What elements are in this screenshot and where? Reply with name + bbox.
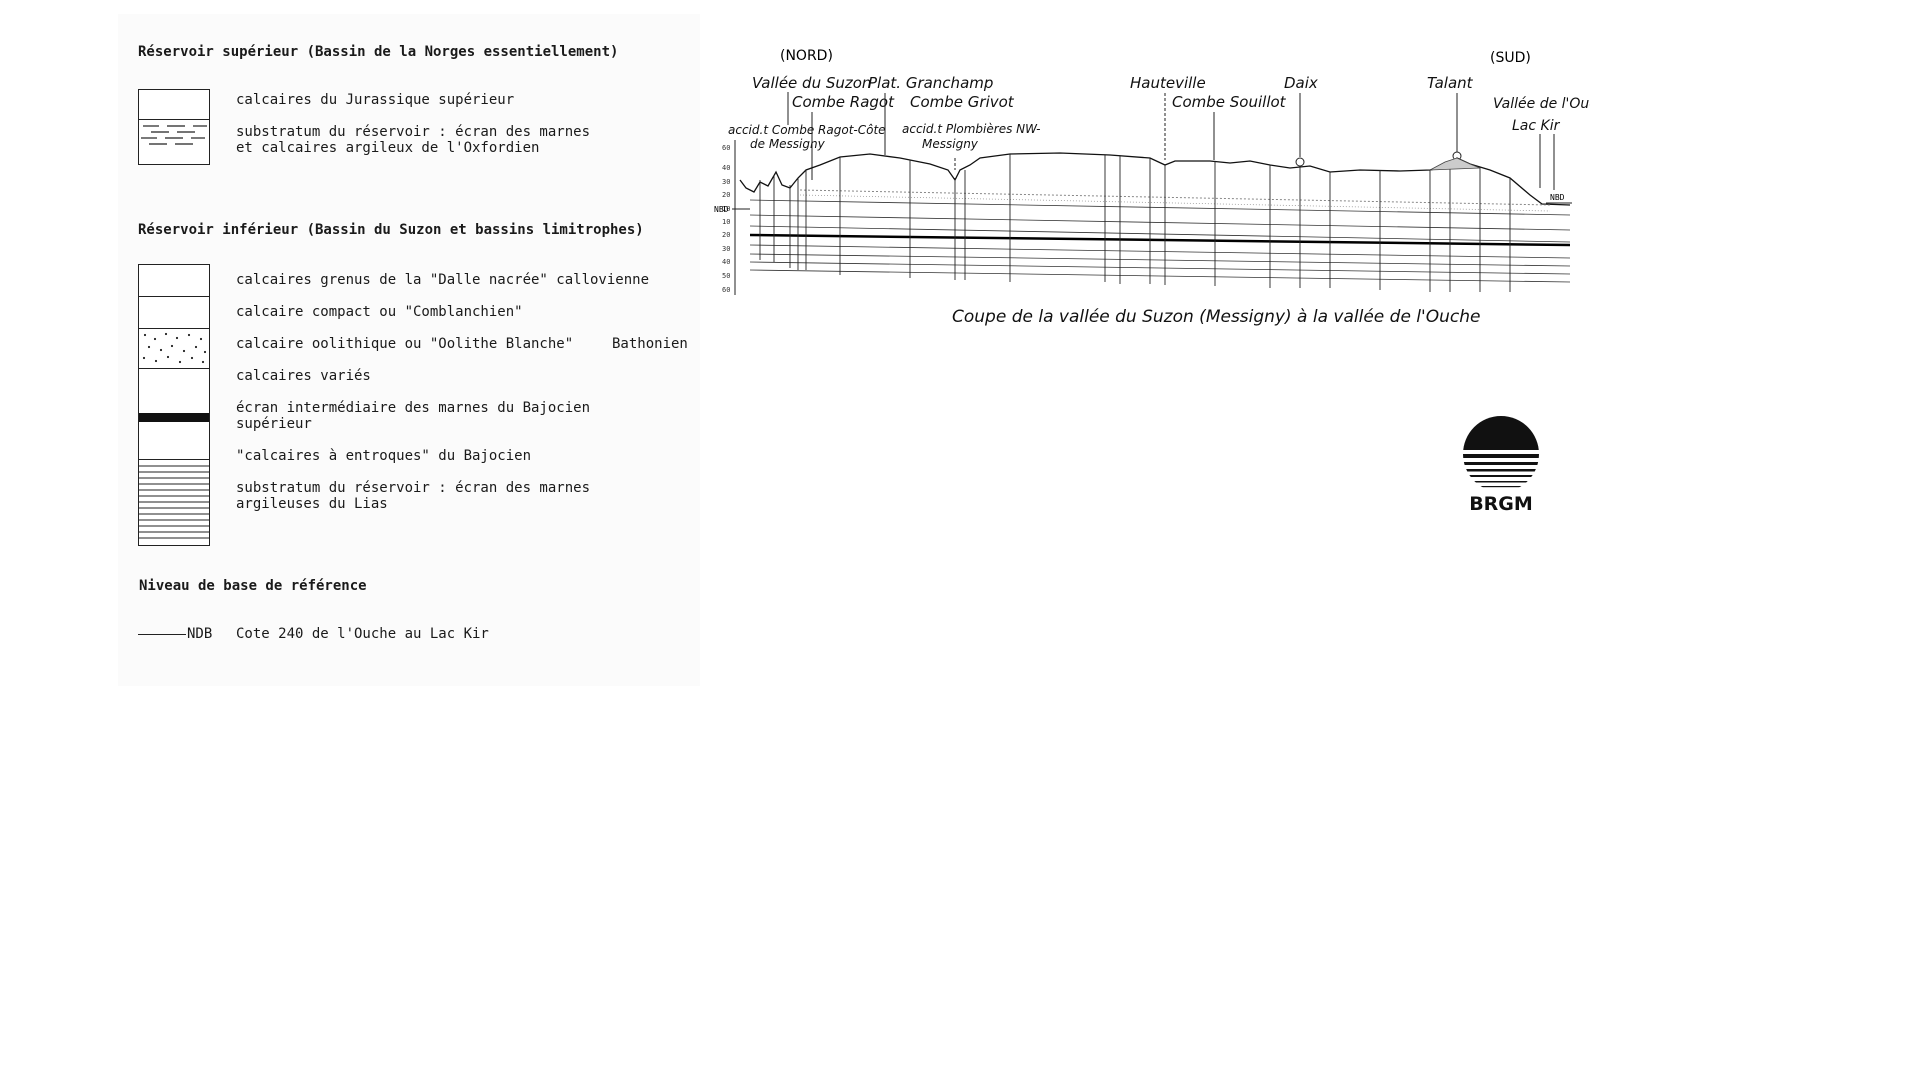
label-calcaires-varies: calcaires variés bbox=[236, 368, 371, 384]
place-daix: Daix bbox=[1284, 74, 1318, 92]
place-lac-kir: Lac Kir bbox=[1512, 118, 1561, 134]
brgm-logo-mark: BRGM bbox=[1463, 416, 1539, 515]
label-bathonien: Bathonien bbox=[612, 336, 688, 352]
swatch-jurassique-superieur bbox=[139, 90, 209, 120]
label-oxfordien-2: et calcaires argileux de l'Oxfordien bbox=[236, 140, 540, 156]
ndb-right-label: NBD bbox=[1550, 193, 1565, 202]
label-marnes-bajocien-1: écran intermédiaire des marnes du Bajoci… bbox=[236, 400, 591, 416]
cross-section: (NORD) (SUD) Vallée du Suzon Combe Ragot… bbox=[714, 48, 1590, 327]
ndb-left-label: NBD bbox=[714, 205, 729, 214]
north-label: (NORD) bbox=[780, 48, 833, 64]
ndb-label: NDB bbox=[187, 626, 213, 642]
scale-tick: 20 bbox=[722, 231, 730, 239]
swatch-oxfordien bbox=[139, 120, 209, 164]
accident-plombieres-label-2: Messigny bbox=[922, 137, 979, 151]
lower-reservoir-title: Réservoir inférieur (Bassin du Suzon et … bbox=[138, 222, 644, 238]
place-combe-souillot: Combe Souillot bbox=[1172, 93, 1287, 111]
accident-plombieres-label-1: accid.t Plombières NW- bbox=[902, 122, 1040, 136]
scale-tick: 60 bbox=[722, 286, 730, 294]
brgm-logo: BRGM bbox=[1458, 410, 1544, 520]
scale-tick: 30 bbox=[722, 245, 730, 253]
topographic-profile bbox=[739, 152, 1571, 206]
ndb-line-symbol bbox=[138, 634, 186, 635]
scale-tick: 40 bbox=[722, 258, 730, 266]
place-talant: Talant bbox=[1427, 74, 1474, 92]
label-oolithe-blanche: calcaire oolithique ou "Oolithe Blanche" bbox=[236, 336, 574, 352]
south-label: (SUD) bbox=[1490, 50, 1531, 66]
label-comblanchien: calcaire compact ou "Comblanchien" bbox=[236, 304, 523, 320]
base-level-title: Niveau de base de référence bbox=[139, 578, 367, 594]
upper-reservoir-title: Réservoir supérieur (Bassin de la Norges… bbox=[138, 44, 619, 60]
label-marnes-bajocien-2: supérieur bbox=[236, 416, 312, 432]
swatch-oolithe-blanche bbox=[139, 329, 209, 369]
brgm-logo-text: BRGM bbox=[1469, 493, 1533, 515]
label-entroques: "calcaires à entroques" du Bajocien bbox=[236, 448, 532, 464]
swatch-marnes-bajocien bbox=[139, 413, 209, 422]
swatch-comblanchien bbox=[139, 297, 209, 329]
swatch-calcaires-varies bbox=[139, 369, 209, 415]
place-hauteville: Hauteville bbox=[1130, 74, 1206, 92]
scale-tick: 40 bbox=[722, 164, 730, 172]
swatch-lias bbox=[139, 460, 209, 545]
ndb-description: Cote 240 de l'Ouche au Lac Kir bbox=[236, 626, 489, 642]
scale-tick: 20 bbox=[722, 191, 730, 199]
label-jurassique-superieur: calcaires du Jurassique supérieur bbox=[236, 92, 515, 108]
upper-column bbox=[138, 89, 210, 165]
label-lias-2: argileuses du Lias bbox=[236, 496, 388, 512]
scale-tick: 10 bbox=[722, 205, 730, 213]
place-combe-ragot: Combe Ragot bbox=[792, 93, 895, 111]
label-dalle-nacree: calcaires grenus de la "Dalle nacrée" ca… bbox=[236, 272, 650, 288]
swatch-entroques bbox=[139, 422, 209, 460]
scale-tick: 60 bbox=[722, 144, 730, 152]
label-oxfordien-1: substratum du réservoir : écran des marn… bbox=[236, 124, 591, 140]
section-caption: Coupe de la vallée du Suzon (Messigny) à… bbox=[952, 307, 1480, 327]
label-lias-1: substratum du réservoir : écran des marn… bbox=[236, 480, 591, 496]
place-vallee-ouche: Vallée de l'Ouche bbox=[1493, 96, 1590, 112]
swatch-dalle-nacree bbox=[139, 265, 209, 297]
scale-tick: 10 bbox=[722, 218, 730, 226]
legend-panel: Réservoir supérieur (Bassin de la Norges… bbox=[118, 14, 700, 686]
scale-tick: 50 bbox=[722, 272, 730, 280]
place-plat-granchamp: Plat. Granchamp bbox=[868, 74, 993, 92]
accident-ragot-label-2: de Messigny bbox=[750, 137, 826, 151]
scale-tick: 30 bbox=[722, 178, 730, 186]
place-combe-grivot: Combe Grivot bbox=[910, 93, 1015, 111]
lower-column bbox=[138, 264, 210, 546]
accident-ragot-label-1: accid.t Combe Ragot-Côte bbox=[728, 123, 886, 137]
place-vallee-suzon: Vallée du Suzon bbox=[752, 74, 871, 92]
